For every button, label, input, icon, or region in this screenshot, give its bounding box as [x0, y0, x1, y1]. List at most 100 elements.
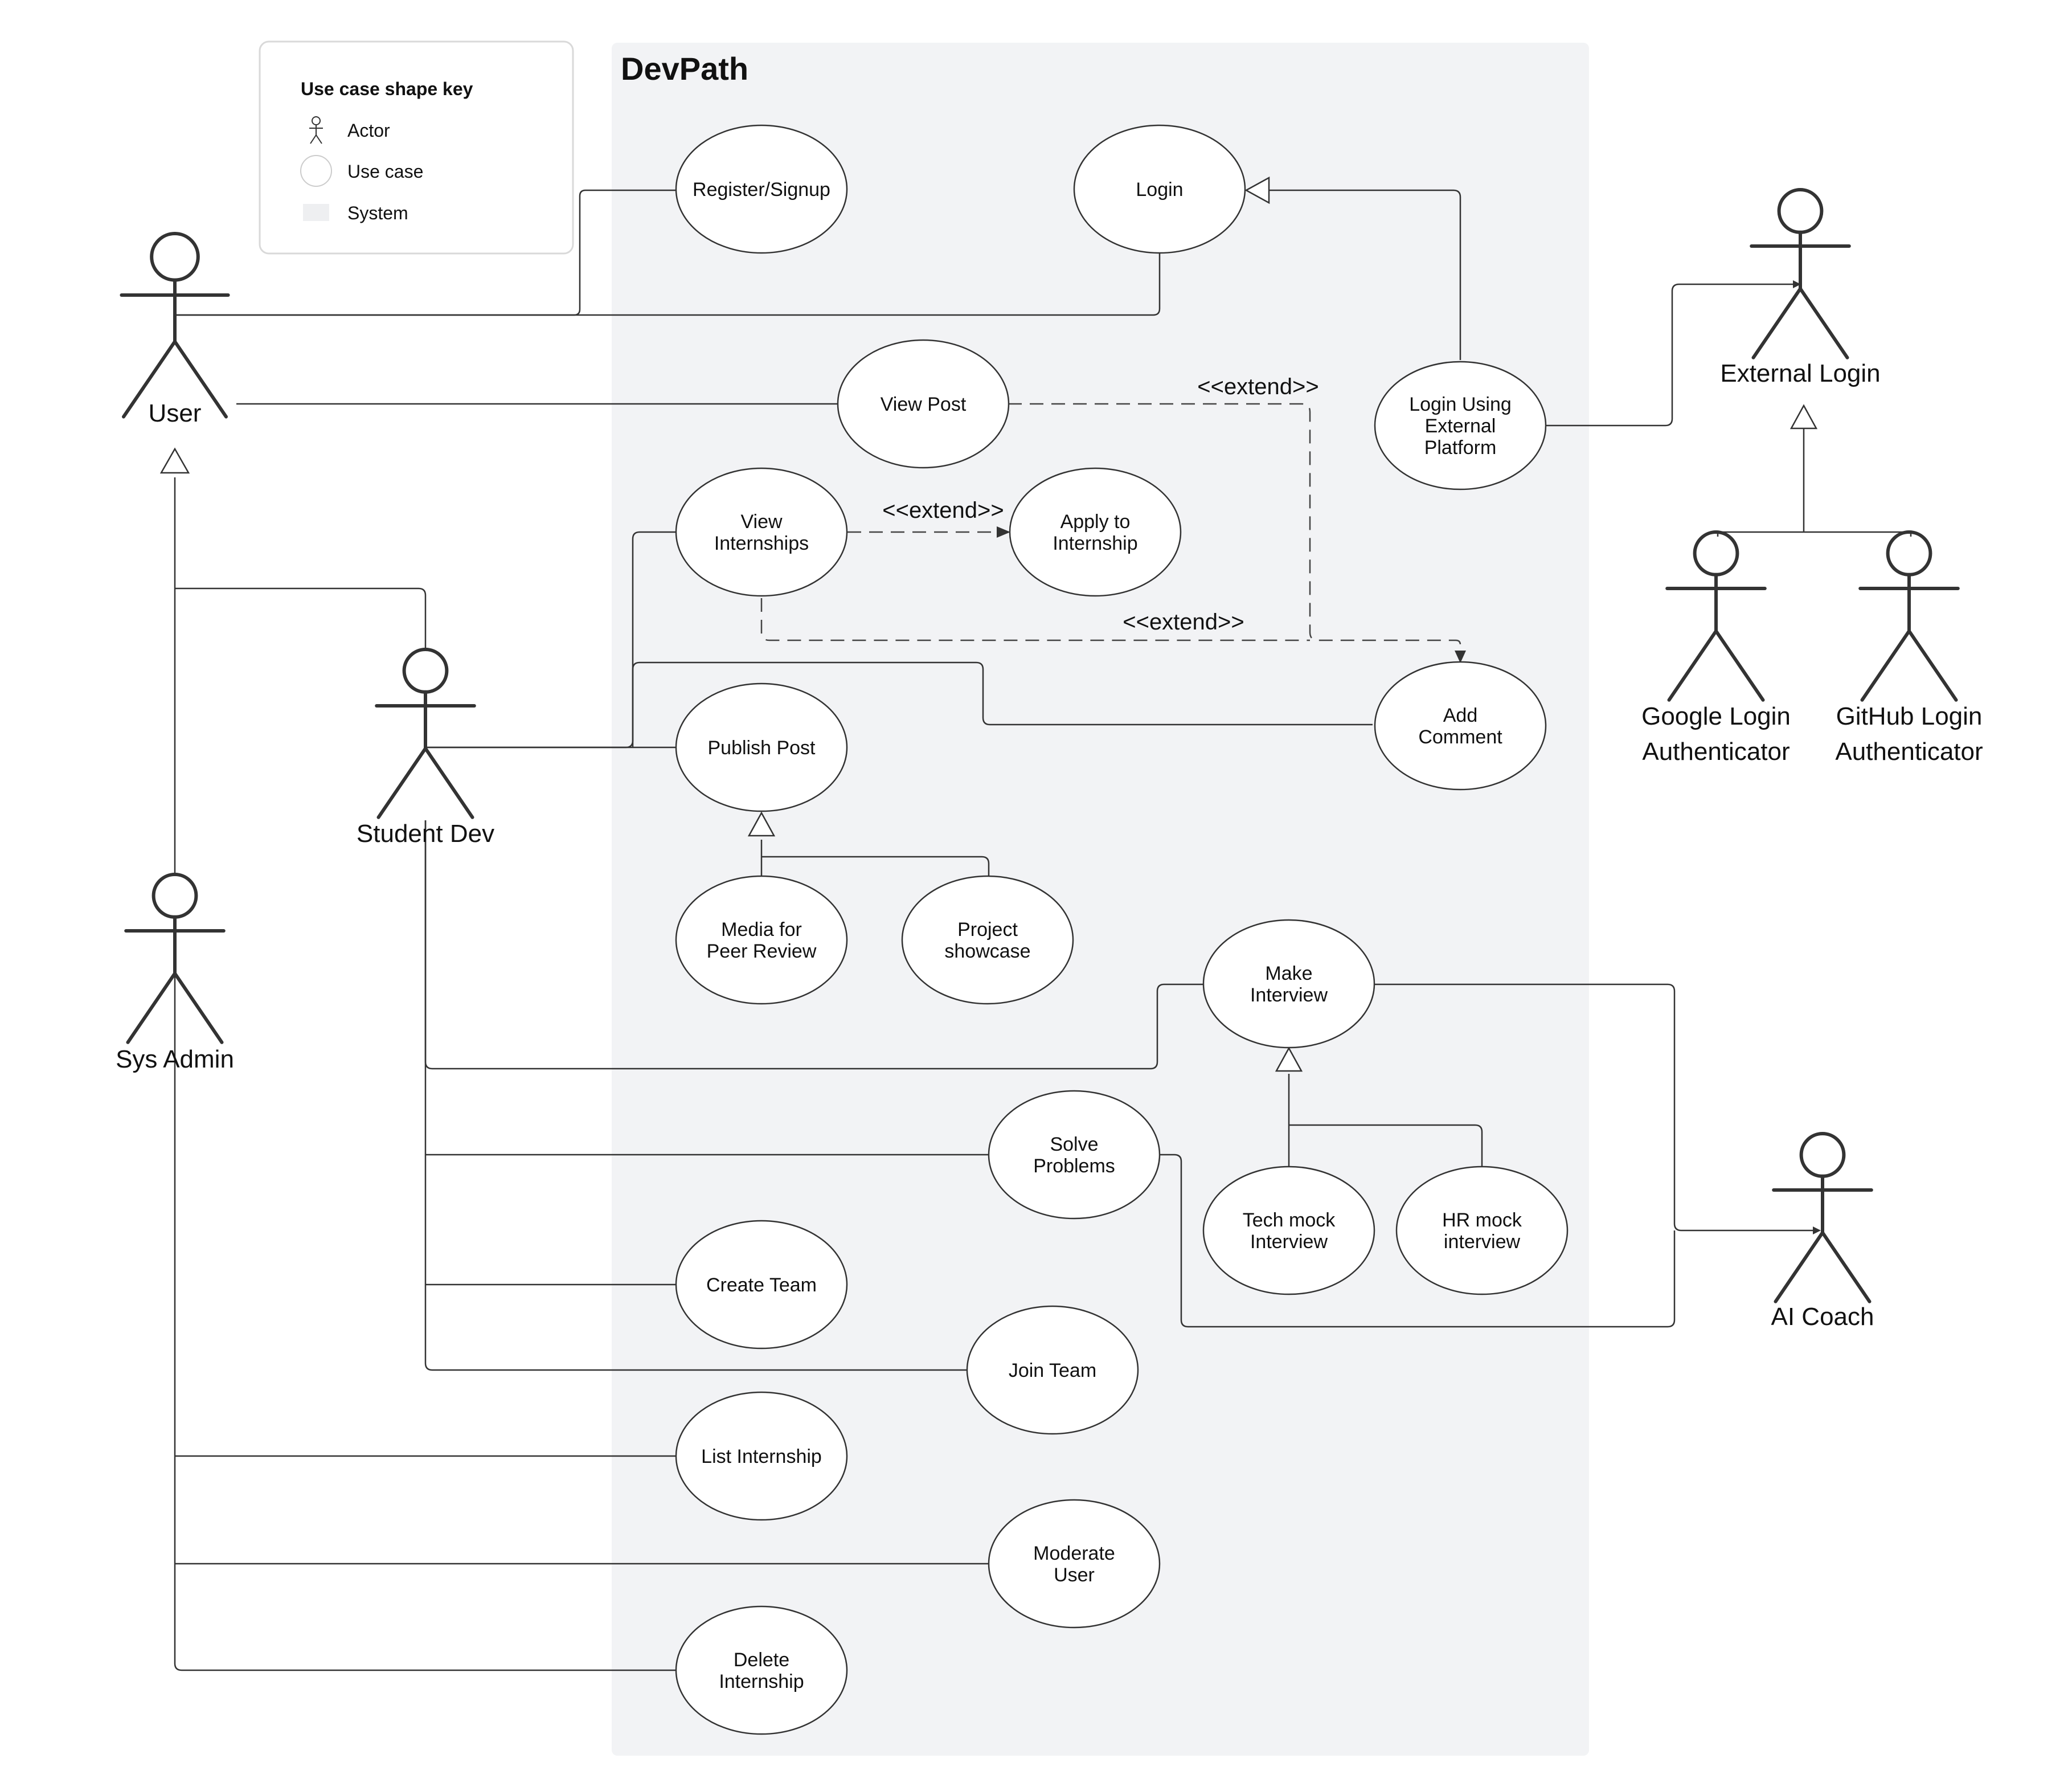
extend-relations [760, 403, 1461, 655]
use-case-label-line: HR mock [1442, 1209, 1522, 1231]
actor-figure-icon [1665, 530, 1767, 702]
use-case-label-line: Media for [721, 919, 802, 941]
use-case-label-line: interview [1444, 1231, 1521, 1253]
actor-external-login[interactable]: External Login [1720, 188, 1881, 387]
svg-text:Join Team: Join Team [1009, 1360, 1096, 1381]
actor-ai-coach[interactable]: AI Coach [1771, 1132, 1874, 1331]
actor-leg-right [1799, 287, 1849, 359]
actor-leg-left [376, 746, 427, 819]
use-case-label-line: Publish Post [708, 737, 816, 759]
use-case-label-line: View Post [881, 394, 967, 415]
actor-leg-right [173, 340, 228, 419]
actor-figure-icon [1772, 1132, 1873, 1303]
use-case-label-line: Internship [1053, 533, 1137, 554]
gen-student-user [175, 587, 427, 649]
gen-project-publish [761, 856, 990, 876]
gen-head-external [1790, 404, 1818, 430]
extend-head-apply [997, 526, 1010, 538]
use-case-join-team[interactable]: Join Team [966, 1305, 1139, 1435]
actor-student-dev[interactable]: Student Dev [357, 648, 494, 848]
use-case-label-line: Join Team [1009, 1360, 1096, 1381]
extend-view-post-comment [1008, 403, 1461, 655]
use-case-label-line: showcase [944, 941, 1030, 962]
actor-leg-right [1821, 1230, 1872, 1303]
shape-key-title: Use case shape key [301, 79, 473, 99]
actor-head [1799, 1132, 1846, 1178]
assoc-student-make-interview [424, 820, 1203, 1070]
actor-sys-admin[interactable]: Sys Admin [116, 873, 234, 1073]
actor-label: Sys Admin [116, 1045, 234, 1073]
actor-leg-left [1751, 287, 1802, 359]
actor-head [151, 873, 198, 919]
key-label-actor: Actor [347, 120, 390, 141]
use-cases: Register/Signup Login View Post Login Us… [675, 124, 1569, 1735]
use-case-publish-post[interactable]: Publish Post [675, 682, 848, 812]
actor-leg-left [1774, 1230, 1824, 1303]
extend-label-view-post: <<extend>> [1197, 374, 1319, 399]
actor-user[interactable]: User [120, 232, 230, 427]
svg-text:Create Team: Create Team [706, 1274, 817, 1296]
use-case-list-internship[interactable]: List Internship [675, 1391, 848, 1521]
actor-label: External Login [1720, 359, 1880, 387]
actor-label-line: Google Login [1641, 702, 1791, 730]
use-case-label-line: Comment [1418, 726, 1502, 748]
gen-head-login [1244, 176, 1270, 205]
use-case-create-team[interactable]: Create Team [675, 1220, 848, 1350]
assoc-login-ext-external [1546, 280, 1801, 427]
actor-leg-left [1667, 629, 1718, 702]
key-label-system: System [347, 203, 408, 223]
actor-leg-left [1860, 629, 1911, 702]
use-case-label-line: Interview [1250, 984, 1328, 1006]
use-case-register[interactable]: Register/Signup [675, 124, 848, 254]
actor-label: AI Coach [1771, 1303, 1874, 1331]
extend-label-intern-comment: <<extend>> [1123, 610, 1244, 635]
actor-head [1777, 188, 1824, 234]
use-case-label-line: Register/Signup [693, 179, 830, 201]
actor-head [1693, 530, 1739, 576]
use-case-label-line: Internship [719, 1671, 804, 1692]
system-icon [303, 204, 329, 221]
actors: User Student Dev Sys Admin External Logi… [116, 188, 1983, 1331]
extend-view-intern-comment [760, 598, 1310, 641]
use-case-label-line: Problems [1033, 1155, 1115, 1177]
actor-head [150, 232, 200, 282]
use-case-label-line: Tech mock [1243, 1209, 1336, 1231]
use-case-label-line: Add [1443, 705, 1478, 726]
use-case-view-post[interactable]: View Post [837, 339, 1010, 469]
actor-figure-icon [1858, 530, 1960, 702]
use-case-label-line: Peer Review [707, 941, 817, 962]
use-case-label-line: Login Using [1409, 394, 1512, 415]
use-case-login[interactable]: Login [1073, 124, 1246, 254]
actor-figure-icon [1750, 188, 1851, 359]
svg-text:Login: Login [1136, 179, 1183, 201]
actor-head [1886, 530, 1932, 576]
use-case-label-line: Delete [734, 1649, 789, 1671]
use-case-label-line: Project [957, 919, 1018, 941]
use-case-label-line: Solve [1050, 1134, 1098, 1155]
svg-text:Publish Post: Publish Post [708, 737, 816, 759]
actor-figure-icon [124, 873, 226, 1044]
